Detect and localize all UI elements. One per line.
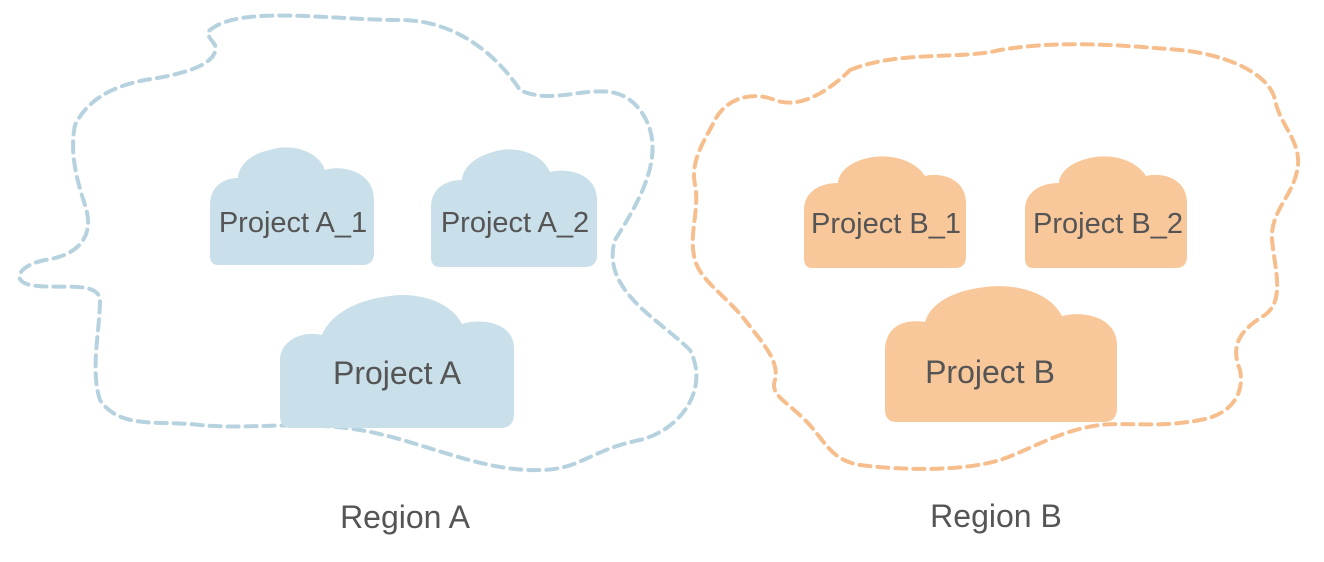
cloud-project-b: Project B: [885, 286, 1117, 422]
cloud-shape: [280, 295, 514, 428]
cloud-shape: [431, 149, 597, 267]
region-a-group: Project A_1 Project A_2 Project A Region…: [17, 13, 699, 535]
cloud-project-b-2: Project B_2: [1025, 156, 1187, 268]
cloud-project-b-1: Project B_1: [804, 156, 966, 268]
project-b-2-label: Project B_2: [1033, 208, 1183, 240]
project-a-2-label: Project A_2: [441, 207, 589, 239]
region-b-group: Project B_1 Project B_2 Project B Region…: [690, 42, 1301, 534]
project-b-label: Project B: [925, 354, 1055, 390]
cloud-shape: [1025, 156, 1187, 268]
region-a-boundary: [17, 13, 699, 473]
cloud-shape: [885, 286, 1117, 422]
project-a-1-label: Project A_1: [219, 207, 367, 239]
region-b-label: Region B: [930, 498, 1062, 534]
cloud-shape: [210, 147, 374, 265]
cloud-project-a-1: Project A_1: [210, 147, 374, 265]
region-a-label: Region A: [340, 499, 471, 535]
cloud-project-a-2: Project A_2: [431, 149, 597, 267]
cloud-project-a: Project A: [280, 295, 514, 428]
project-a-label: Project A: [333, 355, 462, 391]
project-b-1-label: Project B_1: [811, 208, 961, 240]
region-b-boundary: [690, 42, 1301, 471]
cloud-shape: [804, 156, 966, 268]
